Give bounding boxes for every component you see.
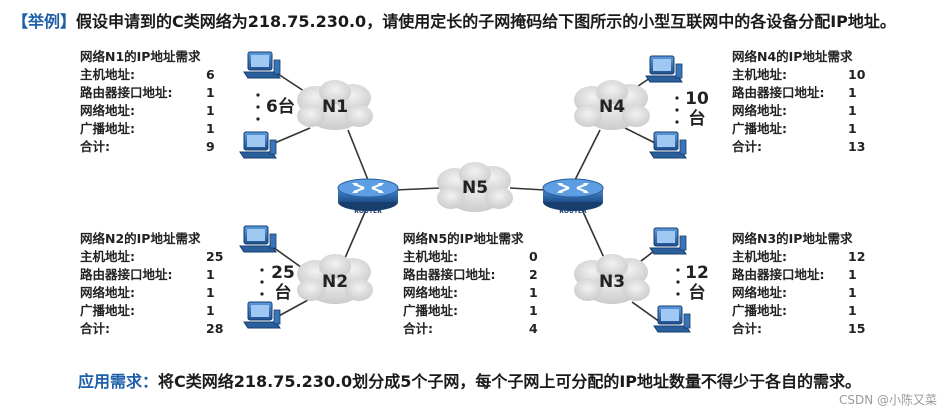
requirements-row: 广播地址:1 — [80, 121, 215, 136]
requirements-n5-title: 网络N5的IP地址需求 — [403, 231, 524, 246]
requirements-row: 广播地址:1 — [80, 303, 215, 318]
link-pc-n2-bottom — [274, 299, 309, 319]
requirements-row: 网络地址:1 — [80, 103, 215, 118]
network-label-n2: N2 — [322, 272, 349, 292]
requirements-row: 合计:13 — [732, 139, 866, 154]
requirements-row: 广播地址:1 — [732, 303, 857, 318]
link-router2-n3 — [579, 204, 606, 261]
link-n5-router2 — [509, 187, 546, 191]
link-pc-n3-bottom — [631, 301, 661, 323]
requirements-n4: 网络N4的IP地址需求 主机地址:10 路由器接口地址:1 网络地址:1 广播地… — [732, 48, 872, 156]
network-label-n3: N3 — [599, 272, 626, 292]
example-text: 假设申请到的C类网络为218.75.230.0，请使用定长的子网掩码给下图所示的… — [76, 12, 896, 31]
requirements-row: 网络地址:1 — [732, 103, 857, 118]
router-2-label: ROUTER — [559, 208, 587, 215]
host-count-n4-number: 10 — [685, 89, 709, 109]
pc-icon-n3-top — [649, 227, 687, 255]
requirements-row: 合计:4 — [403, 321, 538, 336]
example-title: 【举例】假设申请到的C类网络为218.75.230.0，请使用定长的子网掩码给下… — [12, 8, 896, 32]
requirements-n2: 网络N2的IP地址需求 主机地址:25 路由器接口地址:1 网络地址:1 广播地… — [80, 230, 230, 338]
requirements-n2-title: 网络N2的IP地址需求 — [80, 231, 201, 246]
requirements-n1-title: 网络N1的IP地址需求 — [80, 49, 201, 64]
requirements-n3: 网络N3的IP地址需求 主机地址:12 路由器接口地址:1 网络地址:1 广播地… — [732, 230, 872, 338]
summary-text: 将C类网络218.75.230.0划分成5个子网，每个子网上可分配的IP地址数量… — [158, 372, 862, 391]
network-label-n1: N1 — [322, 97, 349, 117]
link-router2-n4 — [574, 129, 601, 181]
requirements-row: 合计:9 — [80, 139, 215, 154]
requirements-n1: 网络N1的IP地址需求 主机地址:6 路由器接口地址:1 网络地址:1 广播地址… — [80, 48, 230, 156]
requirements-row: 网络地址:1 — [732, 285, 857, 300]
link-pc-n2-top — [269, 244, 306, 271]
network-label-n5: N5 — [462, 178, 489, 198]
pc-icon-n2-top — [239, 225, 277, 253]
router-1-icon — [336, 177, 400, 213]
requirements-row: 主机地址:10 — [732, 67, 866, 82]
example-prefix: 【举例】 — [12, 12, 77, 31]
host-count-n2-number: 25 — [271, 263, 295, 283]
host-count-n1: 6台 — [266, 97, 295, 117]
pc-icon-n1-bottom — [239, 131, 277, 159]
link-router1-n2 — [344, 204, 369, 259]
link-router1-n5 — [394, 187, 441, 191]
requirements-row: 网络地址:1 — [80, 285, 215, 300]
host-count-n4: 10 台 — [684, 89, 710, 129]
pc-icon-n2-bottom — [243, 301, 281, 329]
application-requirement: 应用需求：将C类网络218.75.230.0划分成5个子网，每个子网上可分配的I… — [78, 368, 861, 392]
requirements-row: 路由器接口地址:1 — [80, 85, 215, 100]
host-count-n3: 12 台 — [684, 263, 710, 303]
requirements-n5: 网络N5的IP地址需求 主机地址:0 路由器接口地址:2 网络地址:1 广播地址… — [403, 230, 553, 338]
host-count-n2: 25 台 — [270, 263, 296, 303]
requirements-row: 合计:15 — [732, 321, 866, 336]
requirements-n4-title: 网络N4的IP地址需求 — [732, 49, 853, 64]
link-pc-n4-bottom — [624, 127, 656, 144]
summary-prefix: 应用需求： — [78, 372, 159, 391]
requirements-row: 路由器接口地址:1 — [732, 85, 857, 100]
pc-icon-n1-top — [243, 51, 281, 79]
requirements-n3-title: 网络N3的IP地址需求 — [732, 231, 853, 246]
requirements-row: 路由器接口地址:2 — [403, 267, 538, 282]
router-2-icon — [541, 177, 605, 213]
host-count-n2-unit: 台 — [274, 283, 292, 303]
pc-icon-n3-bottom — [653, 305, 691, 333]
requirements-row: 主机地址:0 — [403, 249, 538, 264]
requirements-row: 路由器接口地址:1 — [80, 267, 215, 282]
watermark: CSDN @小陈又菜 — [838, 393, 937, 407]
pc-icon-n4-bottom — [649, 131, 687, 159]
link-n1-router1 — [347, 129, 369, 181]
requirements-row: 路由器接口地址:1 — [732, 267, 857, 282]
router-1-label: ROUTER — [354, 208, 382, 215]
requirements-row: 主机地址:6 — [80, 67, 215, 82]
host-count-n3-number: 12 — [685, 263, 709, 283]
requirements-row: 主机地址:25 — [80, 249, 224, 264]
requirements-row: 主机地址:12 — [732, 249, 866, 264]
host-count-n4-unit: 台 — [688, 109, 706, 129]
host-count-n3-unit: 台 — [688, 283, 706, 303]
link-pc-n1-bottom — [269, 127, 311, 146]
requirements-row: 网络地址:1 — [403, 285, 538, 300]
requirements-row: 广播地址:1 — [403, 303, 538, 318]
pc-icon-n4-top — [645, 55, 683, 83]
requirements-row: 广播地址:1 — [732, 121, 857, 136]
requirements-row: 合计:28 — [80, 321, 224, 336]
network-label-n4: N4 — [599, 97, 626, 117]
ellipsis-dots — [256, 93, 680, 296]
